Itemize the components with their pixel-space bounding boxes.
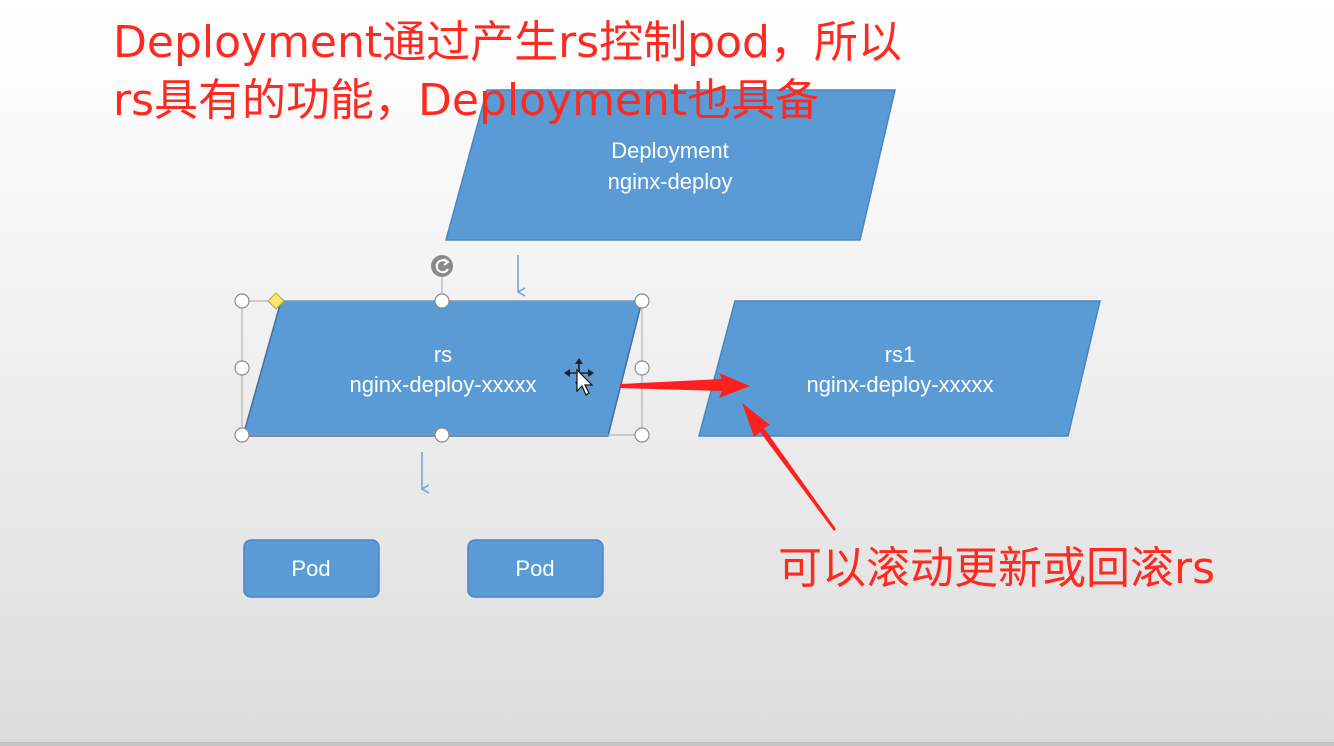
move-cursor-icon <box>564 358 594 396</box>
resize-handle-right[interactable] <box>634 360 650 376</box>
pod-node-2-label: Pod <box>515 556 554 581</box>
deployment-node-title: Deployment <box>611 138 728 163</box>
annotation-top: Deployment通过产生rs控制pod，所以 rs具有的功能，Deploym… <box>113 14 902 130</box>
red-arrow-annotation-to-rs1 <box>742 403 836 531</box>
annotation-bottom: 可以滚动更新或回滚rs <box>778 543 1216 594</box>
annotation-top-line-1: Deployment通过产生rs控制pod，所以 <box>113 17 902 68</box>
deployment-node[interactable]: Deployment nginx-deploy <box>445 89 896 241</box>
resize-handle-top-right[interactable] <box>634 293 650 309</box>
rotate-handle-icon[interactable] <box>431 255 453 277</box>
rs-node[interactable]: rs nginx-deploy-xxxxx <box>242 300 643 437</box>
pod-node-2[interactable]: Pod <box>467 539 604 598</box>
resize-handle-bottom-right[interactable] <box>634 427 650 443</box>
resize-handle-top-left[interactable] <box>234 293 250 309</box>
resize-handle-bottom-left[interactable] <box>234 427 250 443</box>
rs1-node[interactable]: rs1 nginx-deploy-xxxxx <box>698 300 1101 437</box>
slide-bottom-edge <box>0 742 1334 746</box>
resize-handle-bottom[interactable] <box>434 427 450 443</box>
adjust-handle-diamond[interactable] <box>267 292 285 310</box>
resize-handle-top[interactable] <box>434 293 450 309</box>
rs1-node-name: nginx-deploy-xxxxx <box>806 372 993 397</box>
rs1-node-title: rs1 <box>885 342 916 367</box>
rs-node-title: rs <box>434 342 452 367</box>
annotation-top-line-2: rs具有的功能，Deployment也具备 <box>113 75 820 126</box>
pod-node-1[interactable]: Pod <box>243 539 380 598</box>
resize-handle-left[interactable] <box>234 360 250 376</box>
pod-node-1-label: Pod <box>291 556 330 581</box>
red-arrow-rs-to-rs1 <box>620 373 750 398</box>
deployment-node-name: nginx-deploy <box>608 169 733 194</box>
rs-node-name: nginx-deploy-xxxxx <box>349 372 536 397</box>
